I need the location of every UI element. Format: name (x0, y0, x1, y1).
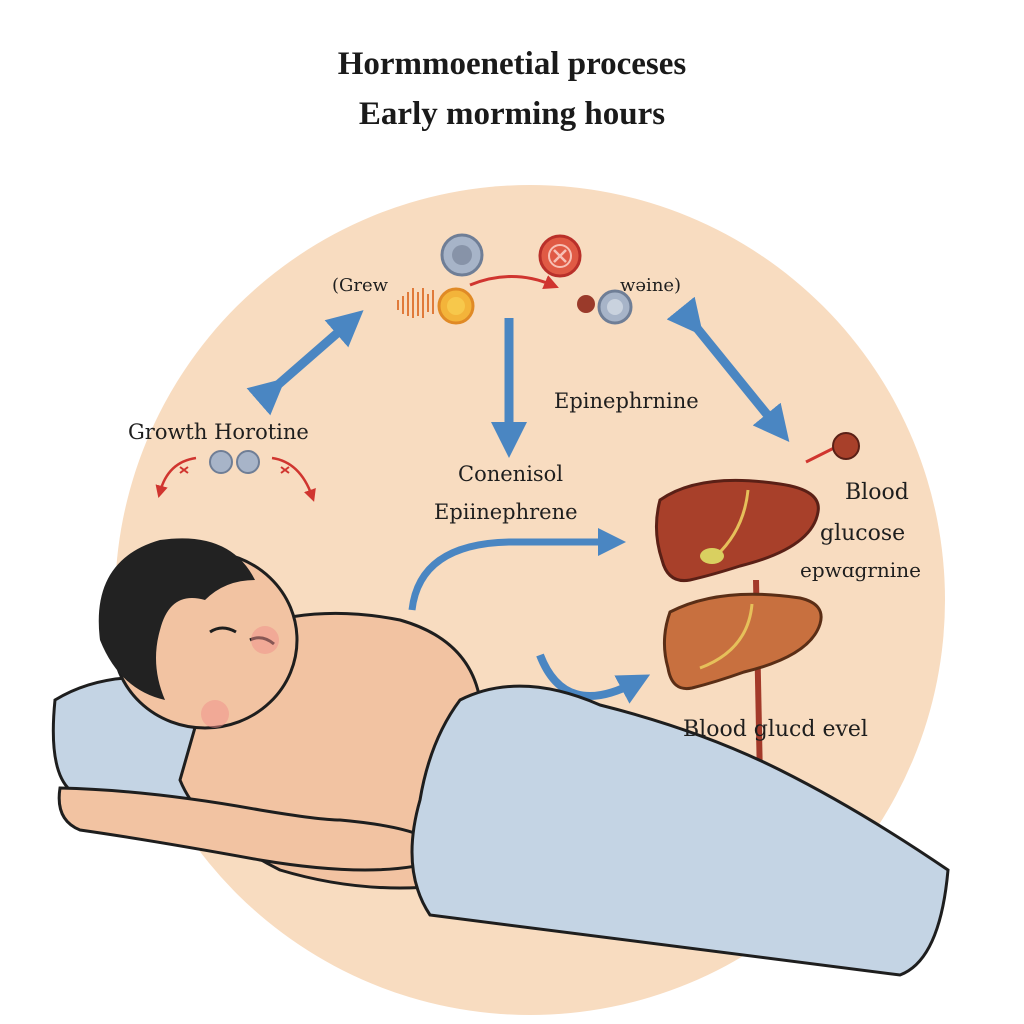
label-epinephrnine: Epinephrnine (554, 389, 699, 413)
hormone-molecule-icon (437, 287, 475, 325)
red-conversion-arrow (469, 275, 559, 289)
double-arrow-right (666, 296, 790, 442)
red-curve-right (271, 456, 316, 502)
label-weine: wəine) (620, 275, 682, 296)
sleeping-person-illustration (51, 538, 950, 977)
title-line-2: Early morming hours (358, 96, 666, 132)
label-glucose: glucose (820, 521, 906, 546)
label-blood-glucd-evel: Blood glucd evel (683, 717, 868, 742)
title-line-1: Hormmoenetial proceses (337, 46, 687, 82)
signal-bars-icon (397, 288, 434, 318)
label-epwagrnine: epwɑgrnine (800, 558, 921, 582)
curved-arrow-to-liver-lower (536, 653, 651, 704)
blocked-x-icon (538, 234, 582, 278)
hormone-molecule-icon (440, 233, 484, 277)
label-grew: (Grew (332, 275, 389, 296)
red-curve-left (155, 456, 197, 499)
double-arrow-left (246, 310, 364, 416)
label-blood: Blood (845, 480, 909, 505)
liver-icon (663, 592, 823, 691)
hormone-molecule-icon (577, 289, 633, 325)
label-growth-horotine: Growth Horotine (128, 420, 309, 444)
label-epiinephrene: Epiinephrene (434, 500, 578, 524)
curved-arrow-to-liver (408, 528, 626, 611)
label-conenisol: Conenisol (458, 462, 564, 486)
